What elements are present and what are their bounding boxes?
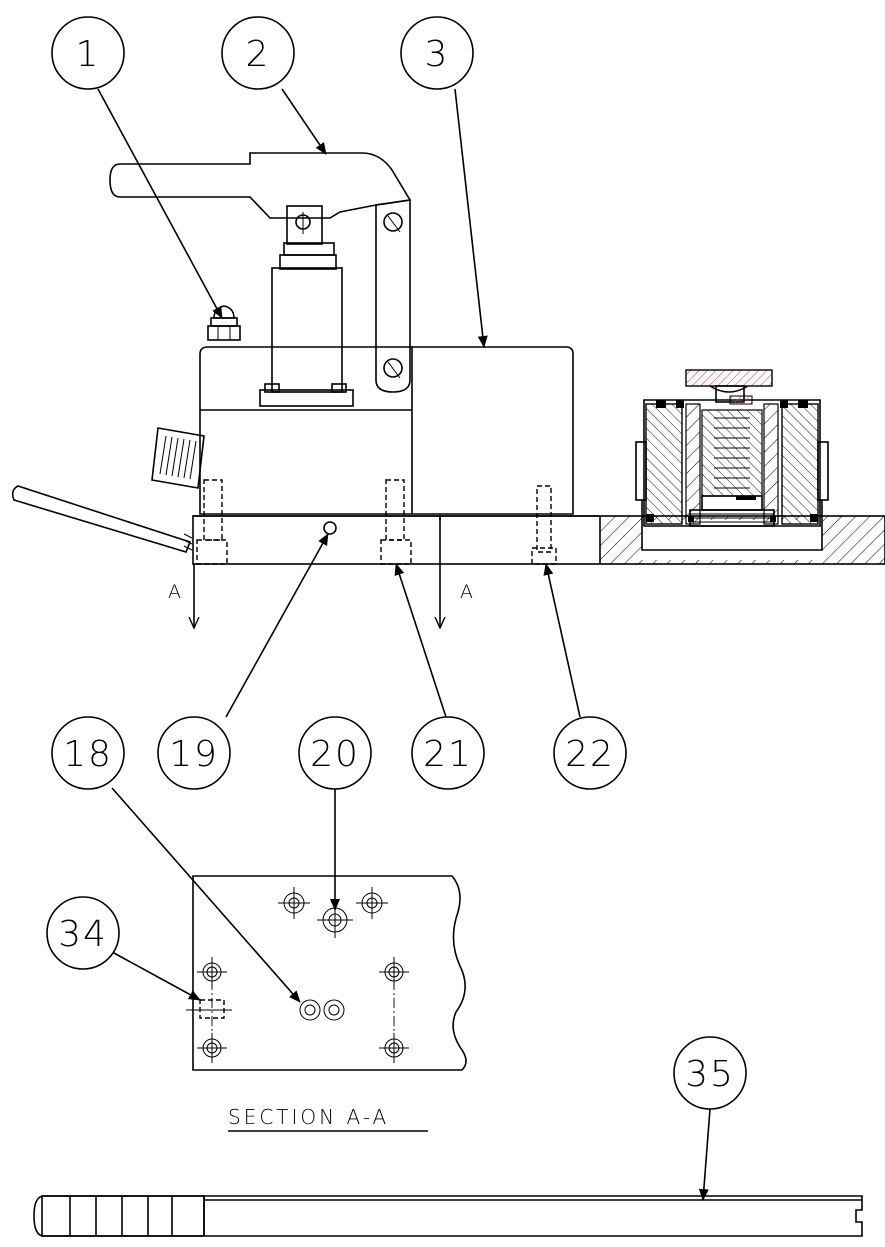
callout-1-label: 1	[76, 34, 101, 75]
callout-19-label: 19	[169, 734, 219, 775]
extension-bar	[33, 1195, 863, 1237]
release-valve	[207, 305, 241, 341]
section-plate-outline	[192, 875, 467, 1071]
reservoir	[412, 346, 574, 515]
callout-18-label: 18	[63, 734, 113, 775]
callout-1: 1	[51, 16, 223, 319]
saddle	[685, 369, 773, 387]
section-mark-right: A	[460, 581, 474, 603]
callout-21: 21	[394, 563, 485, 790]
callout-35-label: 35	[685, 1054, 735, 1095]
warning-tag	[151, 427, 205, 489]
callout-3-label: 3	[425, 34, 450, 75]
body-bolts	[196, 479, 557, 565]
piston-link	[286, 205, 323, 245]
port-plug	[323, 521, 337, 535]
section-mark-left: A	[168, 581, 182, 603]
port-hidden	[199, 999, 225, 1019]
callout-20-label: 20	[310, 734, 360, 775]
swing-link	[375, 199, 411, 393]
callout-22: 22	[543, 563, 627, 790]
pump-body	[199, 346, 413, 515]
pump-cylinder	[271, 267, 343, 393]
callout-3: 3	[400, 16, 488, 348]
callout-34: 34	[46, 896, 201, 1001]
pump-handle	[109, 152, 412, 219]
cylinder-section	[599, 369, 885, 564]
section-cut-markers: A A	[168, 514, 474, 628]
callout-2: 2	[221, 16, 327, 155]
callout-2-label: 2	[246, 34, 271, 75]
callout-35: 35	[673, 1036, 747, 1201]
callout-18: 18	[51, 716, 301, 1003]
bolt-holes	[197, 887, 409, 1063]
callout-20: 20	[298, 716, 372, 911]
callout-21-label: 21	[423, 734, 473, 775]
pump-assembly	[11, 152, 885, 565]
callout-19: 19	[157, 533, 329, 790]
section-a-a-view	[186, 875, 467, 1071]
lever-arm	[11, 485, 192, 553]
section-title: SECTION A-A	[228, 1105, 389, 1129]
callout-34-label: 34	[58, 914, 108, 955]
callout-22-label: 22	[565, 734, 615, 775]
